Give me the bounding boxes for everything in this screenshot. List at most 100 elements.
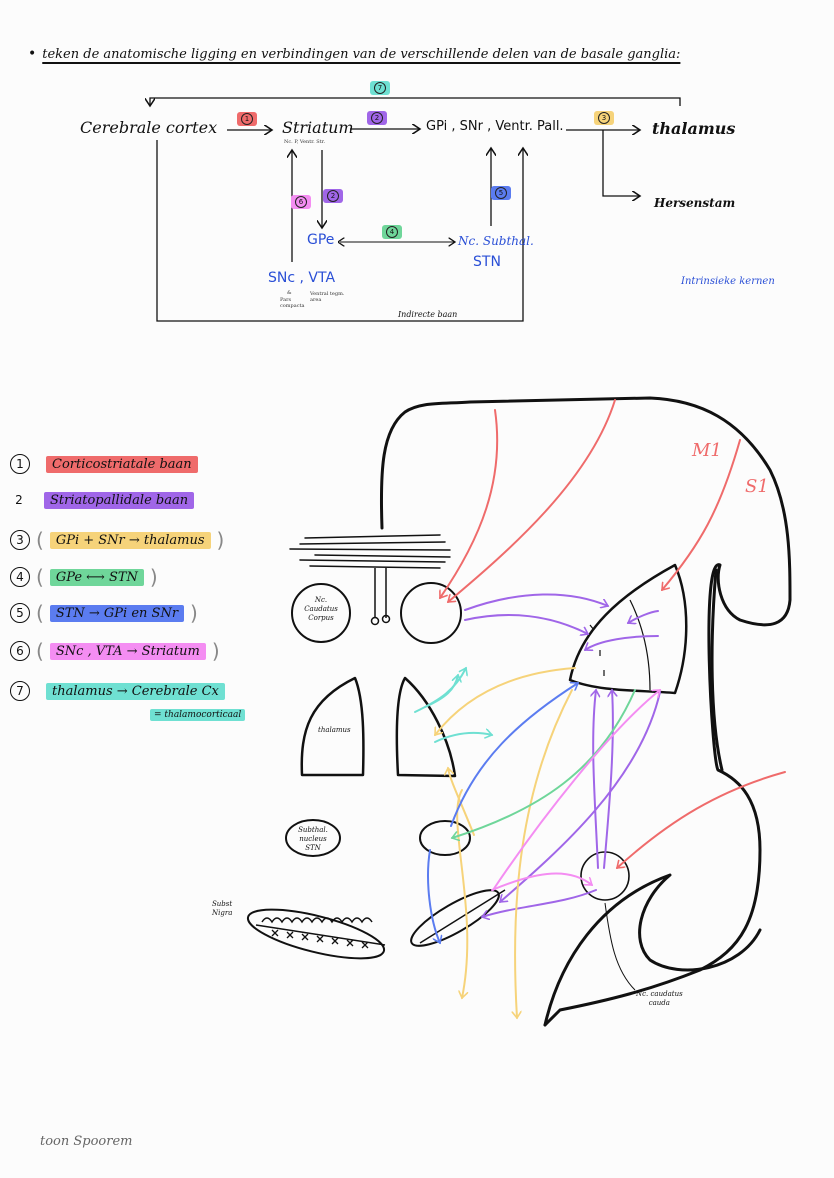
- cauda-pointer: [604, 902, 636, 991]
- legend-text-4: GPe ⟷ STN: [49, 568, 144, 586]
- legend-num-6: 6: [10, 641, 30, 661]
- pathway-3-to-brainstem-b: [515, 689, 573, 1018]
- pathway-1-corticostriatal-b: [448, 399, 616, 603]
- nc-caudatus-corpus-left: [291, 583, 351, 643]
- pathway-2-cauda-a: [593, 690, 598, 869]
- legend-item-4: 4 (GPe ⟷ STN): [10, 565, 158, 589]
- line-gpi-hersenstam: [602, 130, 640, 196]
- author-signature: toon Spoorem: [40, 1134, 133, 1149]
- node-hersenstam: Hersenstam: [654, 196, 736, 210]
- pathway-1-corticostriatal-d: [617, 771, 786, 869]
- subthalamic-nucleus-left: [285, 819, 341, 857]
- bullet: •: [28, 46, 37, 62]
- pathway-3-gpi-thalamus: [448, 768, 475, 836]
- legend-item-6: 6 (SNc , VTA → Striatum): [10, 639, 220, 663]
- badge-path-5: 5: [491, 186, 511, 200]
- badge-path-2: 2: [367, 111, 387, 125]
- legend-num-3: 3: [10, 530, 30, 550]
- striatum-internal-lines: [589, 599, 651, 691]
- legend-note-7: = thalamocorticaal: [150, 709, 246, 721]
- label-s1: S1: [745, 476, 769, 497]
- pathway-7-thalamocortical-b: [424, 675, 458, 708]
- sn-left-divider: [255, 924, 386, 946]
- pathway-2-striatopallidal-b: [464, 613, 588, 634]
- badge-path-2-gpe: 2: [323, 189, 343, 203]
- node-cerebral-cortex: Cerebrale cortex: [80, 118, 218, 137]
- pathway-2-to-sn-b: [500, 691, 661, 903]
- substantia-nigra-left: [246, 908, 386, 960]
- pathway-2-striatopallidal-a: [464, 593, 608, 611]
- striatum-body: [568, 563, 688, 695]
- legend-text-2: Striatopallidale baan: [44, 491, 195, 509]
- badge-path-7: 7: [370, 81, 390, 95]
- legend-num-1: 1: [10, 454, 30, 474]
- legend-text-5: STN → GPi en SNr: [49, 604, 185, 622]
- nc-caudatus-corpus-right: [400, 582, 462, 644]
- legend-item-7: 7 thalamus → Cerebrale Cx: [10, 681, 225, 701]
- pathway-5-stn-sn: [427, 849, 440, 943]
- label-subthalamic-nucleus: Subthal. nucleus STN: [298, 826, 328, 852]
- cortex-outline: [379, 396, 792, 1027]
- node-striatum: Striatum: [282, 118, 354, 137]
- legend-text-7: thalamus → Cerebrale Cx: [46, 682, 225, 700]
- node-snc-amp: &: [287, 290, 292, 296]
- node-stn-line2: STN: [473, 254, 501, 270]
- node-stn-line1: Nc. Subthal.: [458, 234, 534, 248]
- legend-text-1: Corticostriatale baan: [46, 455, 198, 473]
- node-gpe: GPe: [307, 232, 335, 248]
- pathway-3-to-thalamus: [434, 667, 576, 735]
- pathway-1-corticostriatal-a: [439, 409, 499, 598]
- pathway-7-thalamocortical-c: [434, 733, 492, 743]
- pathway-3-to-brainstem-a: [456, 789, 467, 998]
- pathway-2-to-sn: [482, 889, 597, 917]
- inner-cortex-curve: [543, 873, 762, 1027]
- pathway-6-sn-striatum: [492, 689, 660, 891]
- legend-num-4: 4: [10, 567, 30, 587]
- label-m1: M1: [692, 440, 722, 461]
- label-thalamus: thalamus: [318, 726, 351, 734]
- legend-num-5: 5: [10, 603, 30, 623]
- label-substantia-nigra: Subst Nigra: [212, 900, 233, 917]
- sn-pars-reticulata-crosses: [271, 929, 369, 949]
- line-indirect-loop: [156, 140, 523, 322]
- mammillary-right: [381, 614, 391, 624]
- pathway-7-thalamocortical-a: [414, 668, 466, 713]
- legend-item-5: 5 (STN → GPi en SNr): [10, 601, 198, 625]
- badge-path-4: 4: [382, 225, 402, 239]
- line-thalamocortical: [150, 97, 681, 106]
- legend-item-3: 3 (GPi + SNr → thalamus): [10, 528, 224, 552]
- sulcus-outline: [710, 568, 724, 772]
- node-thalamus: thalamus: [652, 119, 736, 138]
- legend-text-3: GPi + SNr → thalamus: [49, 531, 211, 549]
- flowchart-lines: [0, 97, 681, 322]
- label-intrinsic-nuclei: Intrinsieke kernen: [681, 276, 775, 287]
- mammillary-left: [370, 616, 380, 626]
- pathway-2-intra-a: [628, 610, 659, 623]
- badge-path-1: 1: [237, 112, 257, 126]
- node-striatum-sub: Nc. P, Ventr. Str.: [284, 139, 326, 145]
- pathway-2-cauda-b: [603, 690, 613, 869]
- label-nc-caudatus-corpus: Nc. Caudatus Corpus: [304, 596, 338, 622]
- title-text: teken de anatomische ligging en verbindi…: [42, 47, 681, 62]
- page-title: • teken de anatomische ligging en verbind…: [28, 46, 680, 62]
- node-gpi-snr-vp: GPi , SNr , Ventr. Pall.: [426, 119, 564, 134]
- node-pars-compacta: Pars compacta: [280, 297, 305, 309]
- pathway-5-stn-gpi-a: [450, 683, 578, 827]
- legend-num-2: 2: [15, 493, 23, 507]
- substantia-nigra-right: [410, 889, 500, 947]
- node-snc-vta: SNc , VTA: [268, 270, 336, 286]
- thalamus-left: [300, 676, 365, 777]
- thalamus-right: [395, 676, 457, 778]
- legend-item-1: 1 Corticostriatale baan: [10, 454, 198, 474]
- legend-num-7: 7: [10, 681, 30, 701]
- corpus-callosum: [289, 534, 451, 569]
- label-nc-caudatus-cauda: Nc. caudatus cauda: [636, 990, 683, 1007]
- sn-divider: [419, 889, 506, 944]
- legend-item-2: 2 Striatopallidale baan: [10, 491, 195, 509]
- legend-text-6: SNc , VTA → Striatum: [49, 642, 206, 660]
- subthalamic-nucleus-right: [419, 820, 471, 856]
- sn-pars-compacta-wave: [261, 917, 373, 924]
- pathway-2-intra-b: [585, 635, 659, 650]
- node-ventral-tegm-area: Ventral tegm. area: [310, 291, 345, 303]
